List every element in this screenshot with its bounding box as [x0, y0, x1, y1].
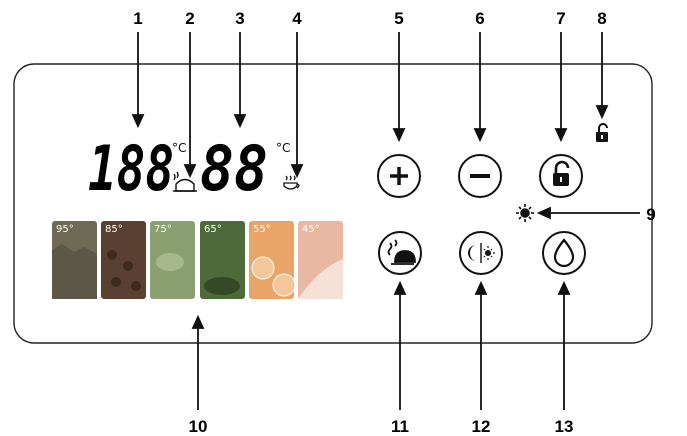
sun-core	[521, 209, 529, 217]
mini-ray-nw	[484, 249, 485, 250]
callout-13: 13	[555, 417, 574, 436]
arrow-8-head	[597, 106, 607, 117]
preset-thumb-45[interactable]: 45°	[298, 221, 343, 299]
callout-11: 11	[391, 417, 409, 436]
brightness-icon	[516, 204, 534, 222]
mini-ray-ne	[491, 249, 492, 250]
boil-indicator-icon	[173, 172, 197, 191]
preset-label-95: 95°	[56, 224, 74, 235]
sun-ray-nw	[519, 207, 521, 209]
temperature-display: 188	[88, 132, 174, 205]
arrow-2-head	[185, 165, 195, 176]
callout-5: 5	[394, 9, 403, 28]
arrow-3-head	[235, 115, 245, 126]
water-button[interactable]	[543, 232, 585, 274]
arrow-11-head	[395, 283, 405, 294]
callout-10: 10	[189, 417, 208, 436]
bean-4	[131, 281, 141, 291]
arrow-4-head	[292, 165, 302, 176]
arrow-13-head	[559, 283, 569, 294]
sun-ray-ne	[529, 207, 531, 209]
kettle-body	[395, 251, 415, 262]
callout-3: 3	[235, 9, 244, 28]
bean-2	[123, 261, 133, 271]
sun-ray-sw	[519, 217, 521, 219]
mini-lock-keyhole	[601, 135, 603, 139]
callout-6: 6	[475, 9, 484, 28]
callout-4: 4	[292, 9, 302, 28]
arrow-1-head	[133, 115, 143, 126]
preset-label-55: 55°	[253, 224, 271, 235]
orange-slice-1	[252, 257, 274, 279]
orange-slice-2	[273, 274, 295, 296]
herb-shape	[204, 277, 240, 295]
preset-thumbnails: 95° 85° 75° 65° 55° 45°	[52, 221, 343, 299]
unlock-indicator-icon	[596, 124, 608, 142]
callout-8: 8	[597, 9, 606, 28]
arrow-9-head	[539, 208, 550, 218]
lock-keyhole	[560, 177, 562, 182]
callout-7: 7	[556, 9, 565, 28]
arrow-7-head	[556, 129, 566, 140]
preset-label-85: 85°	[105, 224, 123, 235]
preset-thumb-85[interactable]: 85°	[101, 221, 146, 299]
preset-texture-95	[52, 244, 97, 299]
callout-2: 2	[185, 9, 194, 28]
mini-ray-sw	[484, 256, 485, 257]
callout-1: 1	[133, 9, 142, 28]
preset-label-75: 75°	[154, 224, 172, 235]
mini-lock-shackle	[599, 124, 607, 132]
preset-thumb-95[interactable]: 95°	[52, 221, 97, 299]
plus-button[interactable]	[378, 155, 420, 197]
cup-indicator-icon	[284, 176, 299, 189]
night-day-button[interactable]	[460, 232, 502, 274]
bean-3	[111, 277, 121, 287]
preset-thumb-75[interactable]: 75°	[150, 221, 195, 299]
arrow-5-head	[394, 129, 404, 140]
preset-thumb-55[interactable]: 55°	[249, 221, 295, 299]
time-unit: °C	[276, 141, 290, 155]
bean-1	[107, 250, 117, 260]
arrow-6-head	[475, 129, 485, 140]
lock-button[interactable]	[540, 155, 582, 197]
keep-warm-button[interactable]	[379, 232, 421, 274]
callout-12: 12	[472, 417, 491, 436]
leaf-shape	[156, 253, 184, 271]
preset-label-45: 45°	[302, 224, 320, 235]
preset-thumb-65[interactable]: 65°	[200, 221, 245, 299]
minus-button[interactable]	[459, 155, 501, 197]
preset-label-65: 65°	[204, 224, 222, 235]
sun-glyph	[485, 250, 491, 256]
mini-ray-se	[491, 256, 492, 257]
time-display: 88	[200, 132, 268, 205]
sun-ray-se	[529, 217, 531, 219]
arrow-10-head	[193, 317, 203, 328]
arrow-12-head	[476, 283, 486, 294]
callout-9: 9	[646, 205, 655, 224]
temperature-unit: °C	[172, 141, 186, 155]
